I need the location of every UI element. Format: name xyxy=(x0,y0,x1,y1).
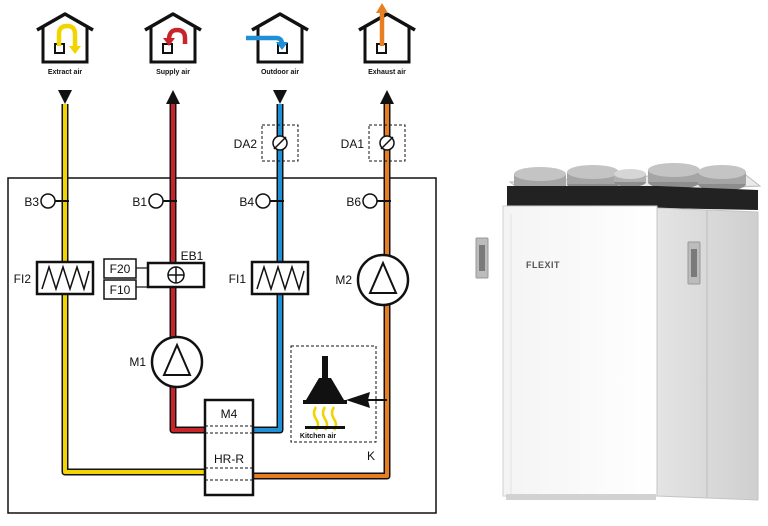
exhaust-duct xyxy=(253,104,391,480)
kitchen-k-label: K xyxy=(367,449,375,463)
extract-arrow-icon xyxy=(56,23,78,48)
kitchen-air-module: Kitchen air K xyxy=(290,345,387,463)
house-outdoor-air: Outdoor air xyxy=(246,12,309,76)
filter-icon xyxy=(256,264,305,292)
house-icon xyxy=(144,12,202,32)
kitchen-damper-icon xyxy=(346,392,370,408)
fan-icon xyxy=(368,260,398,294)
sensor-b3: B3 xyxy=(24,193,69,209)
brand-logo: FLEXIT xyxy=(526,260,560,270)
supply-duct xyxy=(169,104,205,434)
damper-label: DA2 xyxy=(234,137,258,151)
supply-arrow-icon xyxy=(166,27,188,44)
house-icon xyxy=(251,12,309,32)
sensor-b6: B6 xyxy=(346,193,391,209)
house-extract-air: Extract air xyxy=(36,12,94,76)
outdoor-duct xyxy=(253,104,284,434)
extract-duct xyxy=(61,104,205,476)
heat-recovery-unit: M4 HR-R xyxy=(203,398,255,497)
fan-m2: M2 xyxy=(335,253,410,307)
arrow-down-icon xyxy=(273,90,287,104)
fan-label: M1 xyxy=(129,355,146,369)
house-label: Supply air xyxy=(156,69,190,76)
damper-da2: DA2 xyxy=(234,124,299,162)
fan-label: M2 xyxy=(335,273,352,287)
kitchen-air-label: Kitchen air xyxy=(300,433,336,440)
unit-outline xyxy=(7,177,437,514)
filter-label: FI2 xyxy=(14,272,32,286)
house-exhaust-air: Exhaust air xyxy=(358,3,416,76)
filter-fi2: FI2 xyxy=(14,260,95,296)
house-label: Extract air xyxy=(48,69,83,76)
sensor-b4: B4 xyxy=(239,193,284,209)
sensor-b1: B1 xyxy=(132,193,177,209)
arrow-up-icon xyxy=(380,90,394,104)
sensor-label: B6 xyxy=(346,195,361,209)
flexit-unit-image: FLEXIT xyxy=(475,163,762,501)
heater-eb1: EB1 F20 F10 xyxy=(103,249,206,300)
house-supply-air: Supply air xyxy=(144,12,202,76)
kitchen-hood-icon xyxy=(303,356,347,431)
sensor-label: B4 xyxy=(239,195,254,209)
house-label: Exhaust air xyxy=(368,69,406,76)
house-label: Outdoor air xyxy=(261,69,299,76)
house-icon xyxy=(358,12,416,32)
damper-da1: DA1 xyxy=(341,124,406,162)
heater-label: EB1 xyxy=(181,249,204,263)
filter-fi1: FI1 xyxy=(229,260,310,296)
house-icon xyxy=(36,12,94,32)
filter-icon xyxy=(41,264,90,292)
sensor-label: B1 xyxy=(132,195,147,209)
sensor-label: B3 xyxy=(24,195,39,209)
heater-box-label: F20 xyxy=(110,262,131,276)
rotor-motor-label: M4 xyxy=(221,407,238,421)
arrow-up-icon xyxy=(166,90,180,104)
damper-label: DA1 xyxy=(341,137,365,151)
arrow-down-icon xyxy=(58,90,72,104)
fan-icon xyxy=(162,342,192,376)
heater-box-label: F10 xyxy=(110,283,131,297)
heat-recovery-label: HR-R xyxy=(214,452,244,466)
fan-m1: M1 xyxy=(129,335,204,389)
outdoor-arrow-icon xyxy=(246,35,285,45)
filter-label: FI1 xyxy=(229,272,247,286)
